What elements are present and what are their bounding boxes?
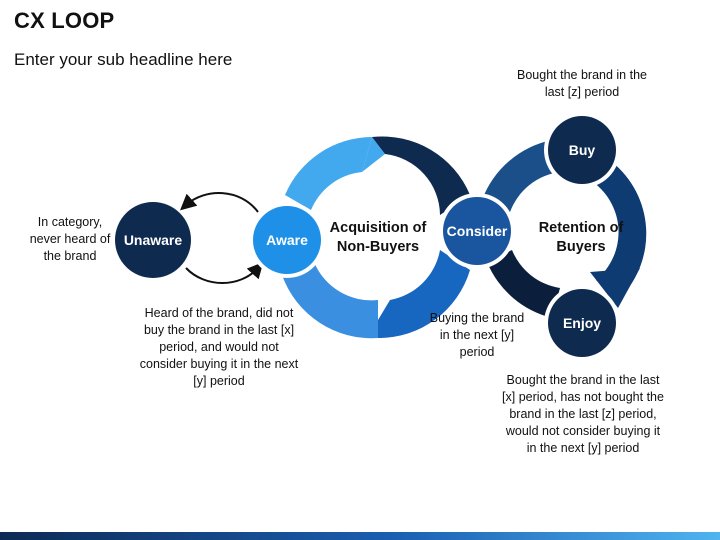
aware-label: Aware <box>266 232 308 248</box>
acquisition-label: Acquisition of Non-Buyers <box>329 220 427 255</box>
arrow-unaware-to-aware <box>185 262 264 284</box>
retention-ring-bottom-left <box>487 250 560 318</box>
aware-description: Heard of the brand, did not buy the bran… <box>139 306 299 388</box>
bottom-accent-bar <box>0 532 720 540</box>
retention-ring-right-arrowhead <box>590 268 640 308</box>
unaware-node <box>115 202 191 278</box>
acquisition-ring-top-left <box>285 137 372 210</box>
retention-ring-top-left <box>482 140 560 212</box>
acquisition-ring-top-arrow <box>362 137 385 172</box>
acquisition-ring-bottom-right <box>378 250 470 339</box>
acquisition-ring-bottom-left <box>282 262 378 339</box>
consider-description: Buying the brand in the next [y] period <box>429 311 525 359</box>
buy-label: Buy <box>568 142 596 158</box>
enjoy-label: Enjoy <box>562 315 602 331</box>
retention-label: Retention of Buyers <box>538 220 624 255</box>
unaware-label: Unaware <box>123 232 183 248</box>
consider-label: Consider <box>446 223 508 239</box>
consider-node-fill <box>443 197 511 265</box>
buy-node-fill <box>548 116 616 184</box>
buy-description: Bought the brand in the last [z] period <box>517 68 647 99</box>
arrow-aware-to-unaware <box>180 192 259 213</box>
acquisition-ring-top-right <box>372 136 470 215</box>
page-title: CX LOOP <box>14 8 115 33</box>
enjoy-description: Bought the brand in the last [x] period,… <box>502 373 664 455</box>
enjoy-node-fill <box>548 289 616 357</box>
page-subtitle: Enter your sub headline here <box>14 50 233 69</box>
aware-node-fill <box>253 206 321 274</box>
retention-ring-right <box>590 162 647 298</box>
unaware-description: In category, never heard of the brand <box>29 215 111 263</box>
